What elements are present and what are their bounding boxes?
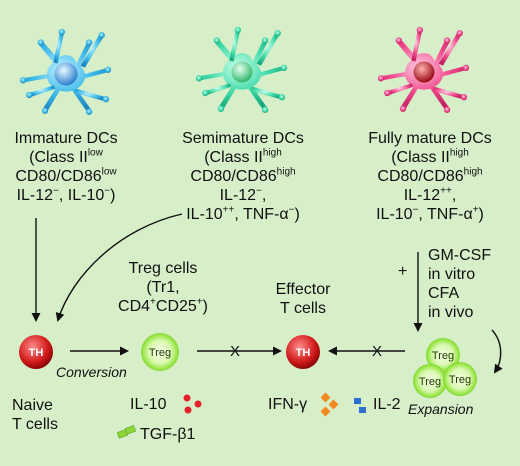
block-mark-treg-effector: X <box>230 343 241 360</box>
il2-squares-icon <box>354 398 366 413</box>
condition-in-vivo: in vivo <box>428 304 474 321</box>
semimature-to-naive-arrow <box>55 213 183 322</box>
effector-th-cell: TH <box>286 335 320 369</box>
fully-mature-dc-cd80: CD80/CD86high <box>377 166 483 185</box>
fully-mature-dc-class2: (Class IIhigh <box>391 147 469 166</box>
il2-label: IL-2 <box>373 396 401 413</box>
fully-mature-dc-icon <box>377 26 470 113</box>
treg-cells-label: Treg cells (Tr1, CD4+CD25+) <box>108 259 218 316</box>
fully-mature-dc-il12: IL-12++, <box>403 185 457 204</box>
semimature-dc-title: Semimature DCs <box>182 130 304 147</box>
expansion-label: Expansion <box>408 401 474 417</box>
block-mark-expansion-effector: X <box>372 343 383 360</box>
naive-subtitle: T cells <box>12 416 58 433</box>
ifng-label: IFN-γ <box>268 396 308 413</box>
treg-cell-label: Treg <box>149 347 171 359</box>
effector-t-cells-label: Effector T cells <box>258 280 348 318</box>
semimature-dc-icon <box>195 26 288 113</box>
expanded-treg-label-3: Treg <box>449 374 471 386</box>
immature-dc-title: Immature DCs <box>14 130 118 147</box>
semimature-dc-label: Semimature DCs (Class IIhigh CD80/CD86hi… <box>168 129 318 224</box>
immature-dc-icon <box>19 28 112 115</box>
fully-mature-dc-il10-tnf: IL-10−, TNF-α+) <box>376 204 484 223</box>
treg-cells-title: Treg cells <box>128 260 198 277</box>
treg-cell: Treg <box>141 333 179 371</box>
expansion-cycle-arrow <box>491 329 503 374</box>
condition-gmcsf: GM-CSF <box>428 247 492 264</box>
effector-subtitle: T cells <box>280 300 326 317</box>
treg-cells-subtype: (Tr1, <box>146 279 180 296</box>
effector-th-label: TH <box>296 347 311 359</box>
fully-mature-dc-label: Fully mature DCs (Class IIhigh CD80/CD86… <box>350 129 510 224</box>
tgfb-rectangles-icon <box>116 425 137 439</box>
il10-dots-icon <box>183 394 202 414</box>
ifng-diamonds-icon <box>320 392 339 417</box>
expansion-conditions: GM-CSF in vitro CFA in vivo <box>428 246 491 322</box>
condition-cfa: CFA <box>428 285 460 302</box>
arrows <box>31 213 503 374</box>
expanded-treg-cluster: Treg Treg Treg <box>413 338 477 398</box>
immature-dc-label: Immature DCs (Class IIlow CD80/CD86low I… <box>0 129 132 205</box>
plus-sign: + <box>398 263 408 280</box>
il10-label: IL-10 <box>130 396 167 413</box>
fully-mature-dc-title: Fully mature DCs <box>368 130 492 147</box>
condition-in-vitro: in vitro <box>428 266 476 283</box>
immature-dc-cd80: CD80/CD86low <box>15 166 117 185</box>
semimature-dc-il10-tnf: IL-10++, TNF-α−) <box>186 204 300 223</box>
semimature-dc-il12: IL-12−, <box>219 185 267 204</box>
expanded-treg-label-1: Treg <box>432 350 454 362</box>
effector-title: Effector <box>275 281 331 298</box>
naive-t-cells-label: Naive T cells <box>12 396 58 434</box>
treg-cells-markers: CD4+CD25+) <box>118 296 208 315</box>
immature-dc-class2: (Class IIlow <box>29 147 103 166</box>
immature-dc-cytokines: IL-12−, IL-10−) <box>16 185 116 204</box>
expanded-treg-label-2: Treg <box>419 376 441 388</box>
tgfb-label: TGF-β1 <box>140 426 196 443</box>
conversion-label: Conversion <box>56 364 127 380</box>
semimature-dc-cd80: CD80/CD86high <box>190 166 296 185</box>
semimature-dc-class2: (Class IIhigh <box>204 147 282 166</box>
naive-title: Naive <box>12 397 53 414</box>
naive-th-cell: TH <box>19 335 53 369</box>
naive-th-label: TH <box>29 347 44 359</box>
